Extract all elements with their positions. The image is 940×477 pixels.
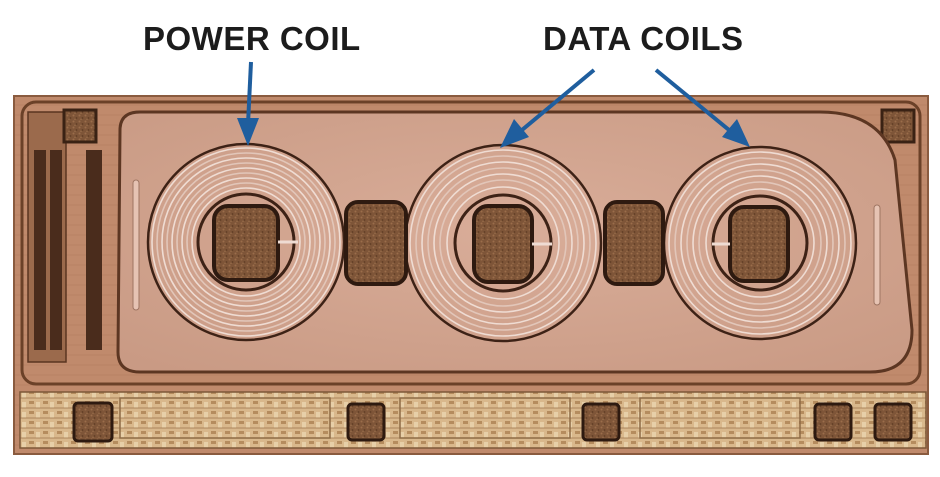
annotation-arrows <box>237 61 750 148</box>
data-coil-2-arrow <box>654 68 731 132</box>
data-coil-2-arrowhead <box>722 119 750 147</box>
bond-pad-top-left <box>62 108 98 144</box>
bond-pad-bottom-3 <box>581 402 621 442</box>
logic-block-1 <box>119 397 331 439</box>
right-marker <box>873 204 881 306</box>
logic-block-2 <box>399 397 571 439</box>
bond-pad-top-right <box>880 108 916 144</box>
bond-pad-between-coils-1 <box>344 200 408 286</box>
logic-block-3 <box>639 397 801 439</box>
data-coil-2-center-pad <box>728 205 790 283</box>
power-coil-label: POWER COIL <box>143 20 361 57</box>
data-coils-label: DATA COILS <box>543 20 744 57</box>
die-inner-frame <box>20 100 922 386</box>
logic-strip <box>19 391 927 449</box>
left-marker <box>132 179 140 311</box>
power-coil-arrowhead <box>237 118 259 146</box>
power-coil-arrow <box>246 61 253 125</box>
left-routing-column <box>27 111 102 363</box>
bond-pad-between-coils-2 <box>603 200 665 286</box>
bond-pad-bottom-4 <box>813 402 853 442</box>
data-coil-1-arrowhead <box>500 119 529 148</box>
bond-pad-bottom-1 <box>72 401 114 443</box>
data-coil-1-center-pad <box>472 204 534 284</box>
bond-pad-bottom-5 <box>873 402 913 442</box>
data-coil-1-arrow <box>520 68 596 132</box>
bond-pad-bottom-2 <box>346 402 386 442</box>
power-coil-center-pad <box>212 204 280 282</box>
